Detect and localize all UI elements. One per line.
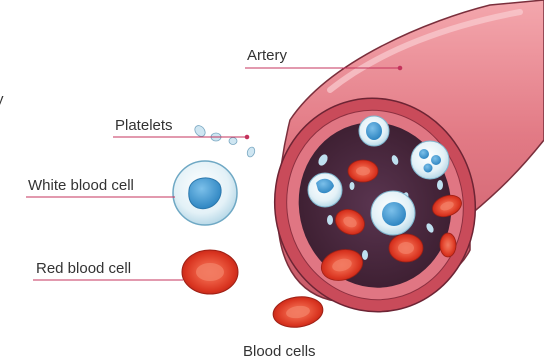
- platelet: [437, 180, 443, 190]
- platelet: [362, 250, 368, 260]
- white-blood-cell: [308, 173, 342, 207]
- red-blood-cell: [389, 234, 423, 262]
- white-blood-cell: [411, 141, 449, 179]
- red-blood-cell: [440, 233, 456, 257]
- loose-red-blood-cell: [182, 250, 238, 294]
- platelet: [246, 146, 256, 158]
- white-blood-cell: [359, 116, 389, 146]
- artery-leader-dot: [398, 66, 402, 70]
- platelet: [327, 215, 333, 225]
- platelets-label: Platelets: [115, 117, 173, 134]
- red-blood-cell-label: Red blood cell: [36, 260, 131, 277]
- cropped-glyph: y: [0, 91, 4, 108]
- platelet: [193, 124, 208, 139]
- platelets-leader-dot: [245, 135, 249, 139]
- artery: [255, 0, 544, 330]
- platelet: [229, 138, 237, 145]
- loose-white-blood-cell: [173, 161, 237, 225]
- loose-platelets: [193, 124, 256, 158]
- red-blood-cell: [348, 160, 378, 182]
- white-blood-cell-label: White blood cell: [28, 177, 134, 194]
- platelet: [350, 182, 355, 190]
- artery-label: Artery: [247, 47, 288, 64]
- blood-cells-floating-red-cell: [271, 294, 325, 331]
- blood-cells-label: Blood cells: [243, 343, 316, 360]
- white-blood-cell: [371, 191, 415, 235]
